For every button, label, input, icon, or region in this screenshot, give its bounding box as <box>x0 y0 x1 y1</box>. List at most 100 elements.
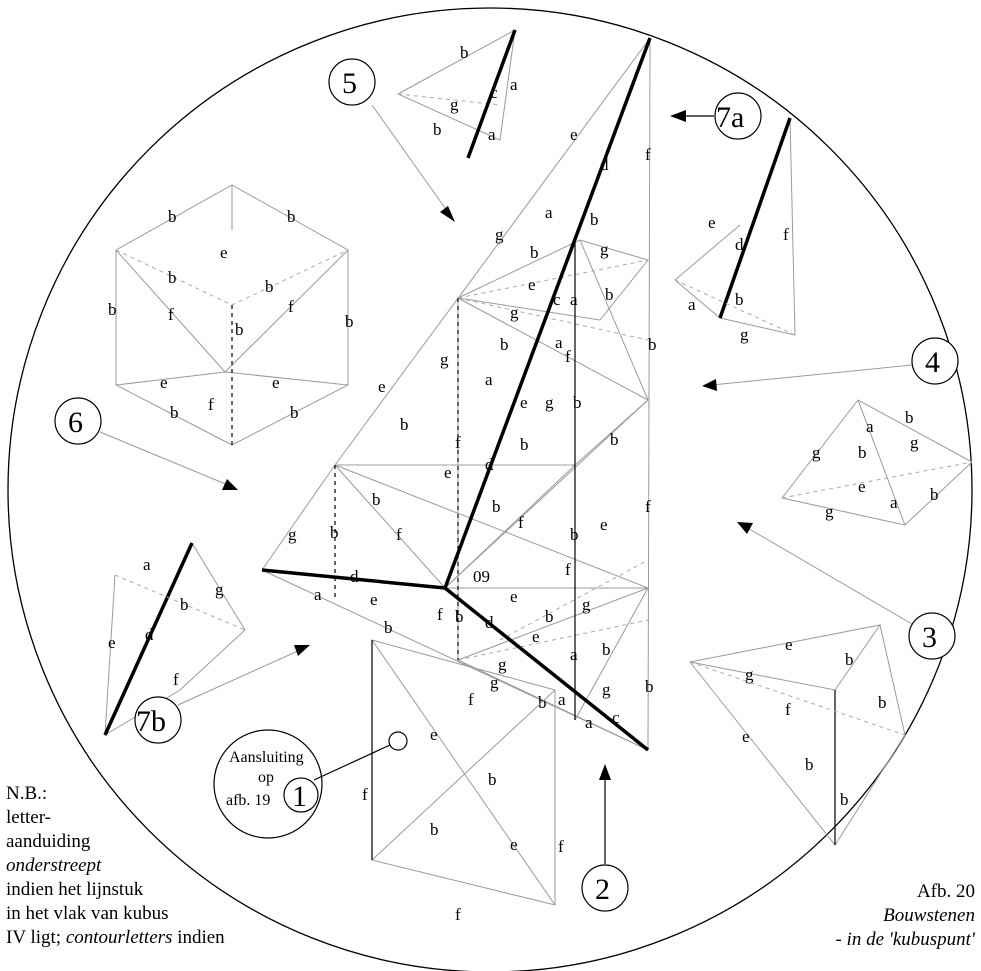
callout-2-circle <box>581 864 629 912</box>
label-f: f <box>437 605 443 624</box>
label-f: f <box>783 225 789 244</box>
label-e: e <box>220 243 228 262</box>
label-e: e <box>528 275 536 294</box>
label-e: e <box>378 377 386 396</box>
label-g: g <box>490 673 499 692</box>
callout-6-circle <box>54 397 102 445</box>
piece-2: f e f b b e f f <box>362 639 564 924</box>
label-f: f <box>565 560 571 579</box>
label-b: b <box>384 618 393 637</box>
label-f: f <box>565 347 571 366</box>
label-b: b <box>372 490 381 509</box>
label-f: f <box>558 837 564 856</box>
label-a: a <box>570 290 578 309</box>
label-a: a <box>488 125 496 144</box>
label-b: b <box>345 312 354 331</box>
label-g: g <box>288 525 297 544</box>
callout-7a: 7a <box>716 101 744 134</box>
label-a: a <box>555 333 563 352</box>
piece-3: e b g b f e b b <box>689 624 906 846</box>
label-a: a <box>866 417 874 436</box>
label-a: a <box>510 75 518 94</box>
piece-7b: a g b d e f <box>103 542 246 736</box>
label-b: b <box>108 300 117 319</box>
label-g: g <box>215 580 224 599</box>
label-b: b <box>520 435 529 454</box>
label-e: e <box>444 463 452 482</box>
note-line-7c: indien <box>172 927 225 948</box>
label-a: a <box>558 690 566 709</box>
label-g: g <box>440 350 449 369</box>
label-b: b <box>400 415 409 434</box>
label-b: b <box>235 320 244 339</box>
label-b: b <box>905 408 914 427</box>
cube-6: b b e b b b f f b b e e f b b <box>108 184 354 446</box>
label-d: d <box>600 155 609 174</box>
caption-line-1: Afb. 20 <box>916 881 975 902</box>
label-c: c <box>490 83 498 102</box>
label-g: g <box>545 393 554 412</box>
callout-3-circle <box>908 612 956 660</box>
label-g: g <box>600 240 609 259</box>
node-09: 09 <box>473 567 490 586</box>
note-line-4: onderstreept <box>6 855 102 876</box>
label-g: g <box>498 655 507 674</box>
label-b: b <box>168 207 177 226</box>
note-line-5: indien het lijnstuk <box>6 879 144 900</box>
label-g: g <box>602 680 611 699</box>
callout-4-circle <box>911 337 959 385</box>
callout-4: 4 <box>925 346 940 379</box>
label-f: f <box>468 690 474 709</box>
central-labels: d e f g a b b g e g c a b g b a f b a e … <box>288 125 657 732</box>
note-line-7b: contourletters <box>65 927 173 948</box>
label-d: d <box>145 625 154 644</box>
label-g: g <box>825 502 834 521</box>
label-b: b <box>430 820 439 839</box>
label-f: f <box>173 670 179 689</box>
note-line-7: IV ligt; contourletters indien <box>6 926 225 950</box>
label-b: b <box>180 595 189 614</box>
label-b: b <box>265 277 274 296</box>
label-g: g <box>910 433 919 452</box>
aansluiting-line2: op <box>258 769 274 786</box>
note-line-3: aanduiding <box>6 831 91 852</box>
label-b: b <box>500 335 509 354</box>
label-b: b <box>930 485 939 504</box>
label-b: b <box>290 403 299 422</box>
label-f: f <box>396 525 402 544</box>
label-g: g <box>740 325 749 344</box>
label-e: e <box>708 213 716 232</box>
label-c: c <box>612 708 620 727</box>
label-b: b <box>570 525 579 544</box>
caption-block: Afb. 20 Bouwstenen - in de 'kubuspunt' <box>735 880 975 952</box>
label-e: e <box>858 477 866 496</box>
label-f: f <box>518 513 524 532</box>
label-g: g <box>582 595 591 614</box>
label-b: b <box>455 607 464 626</box>
label-e: e <box>430 725 438 744</box>
label-g: g <box>450 95 459 114</box>
label-b: b <box>488 770 497 789</box>
callout-6: 6 <box>68 406 83 439</box>
label-b: b <box>878 693 887 712</box>
note-line-7a: IV ligt; <box>6 927 66 948</box>
label-f: f <box>362 785 368 804</box>
callout-7a-circle <box>714 92 762 140</box>
label-f: f <box>785 700 791 719</box>
label-e: e <box>570 125 578 144</box>
label-b: b <box>170 403 179 422</box>
label-b: b <box>590 210 599 229</box>
label-f: f <box>455 905 461 924</box>
label-f: f <box>455 433 461 452</box>
piece-5: b a c g b a <box>396 29 518 159</box>
label-b: b <box>840 790 849 809</box>
caption-line-3: - in de 'kubuspunt' <box>835 929 975 950</box>
central-structure <box>261 37 652 752</box>
aansluiting-line3: afb. 19 <box>226 792 270 809</box>
label-b: b <box>610 430 619 449</box>
outer-circle <box>7 7 973 971</box>
label-b: b <box>460 43 469 62</box>
label-c: c <box>553 290 561 309</box>
callout-1: 1 <box>292 780 307 813</box>
